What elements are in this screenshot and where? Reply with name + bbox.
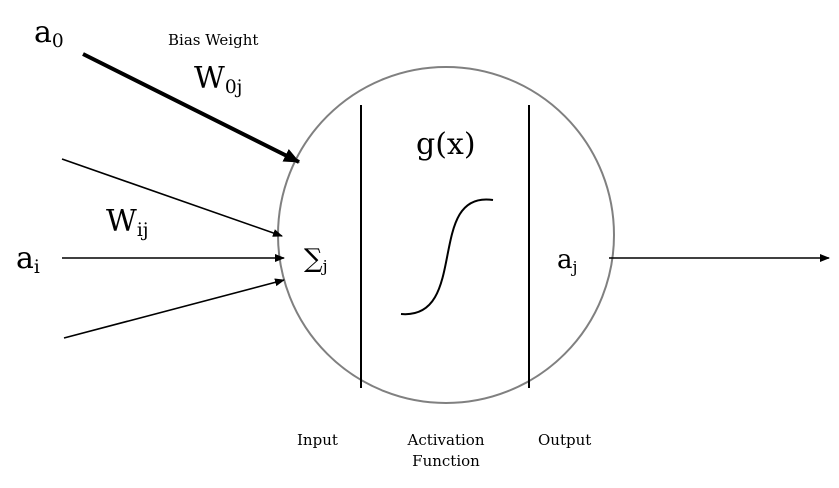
input-weight-label: Wij [106, 204, 149, 242]
sigmoid-curve [400, 198, 494, 316]
neuron-circle [277, 66, 615, 404]
bias-weight-arrow [82, 52, 300, 164]
bias-weight-caption: Bias Weight [168, 31, 259, 49]
summation-label: ∑j [304, 244, 328, 276]
section-activation-label: Activation Function [396, 430, 496, 472]
section-output-label: Output [538, 431, 592, 449]
section-activation-line2: Function [412, 452, 480, 470]
input-arrow-top [61, 158, 283, 237]
section-activation-line1: Activation [407, 431, 485, 449]
output-label: aj [557, 245, 578, 277]
bias-weight-label: W0j [194, 61, 243, 99]
input-arrow-bottom [63, 278, 285, 339]
activation-function-label: g(x) [416, 127, 476, 162]
section-input-label: Input [297, 431, 338, 449]
input-label: ai [16, 241, 40, 279]
bias-input-label: a0 [34, 15, 64, 53]
